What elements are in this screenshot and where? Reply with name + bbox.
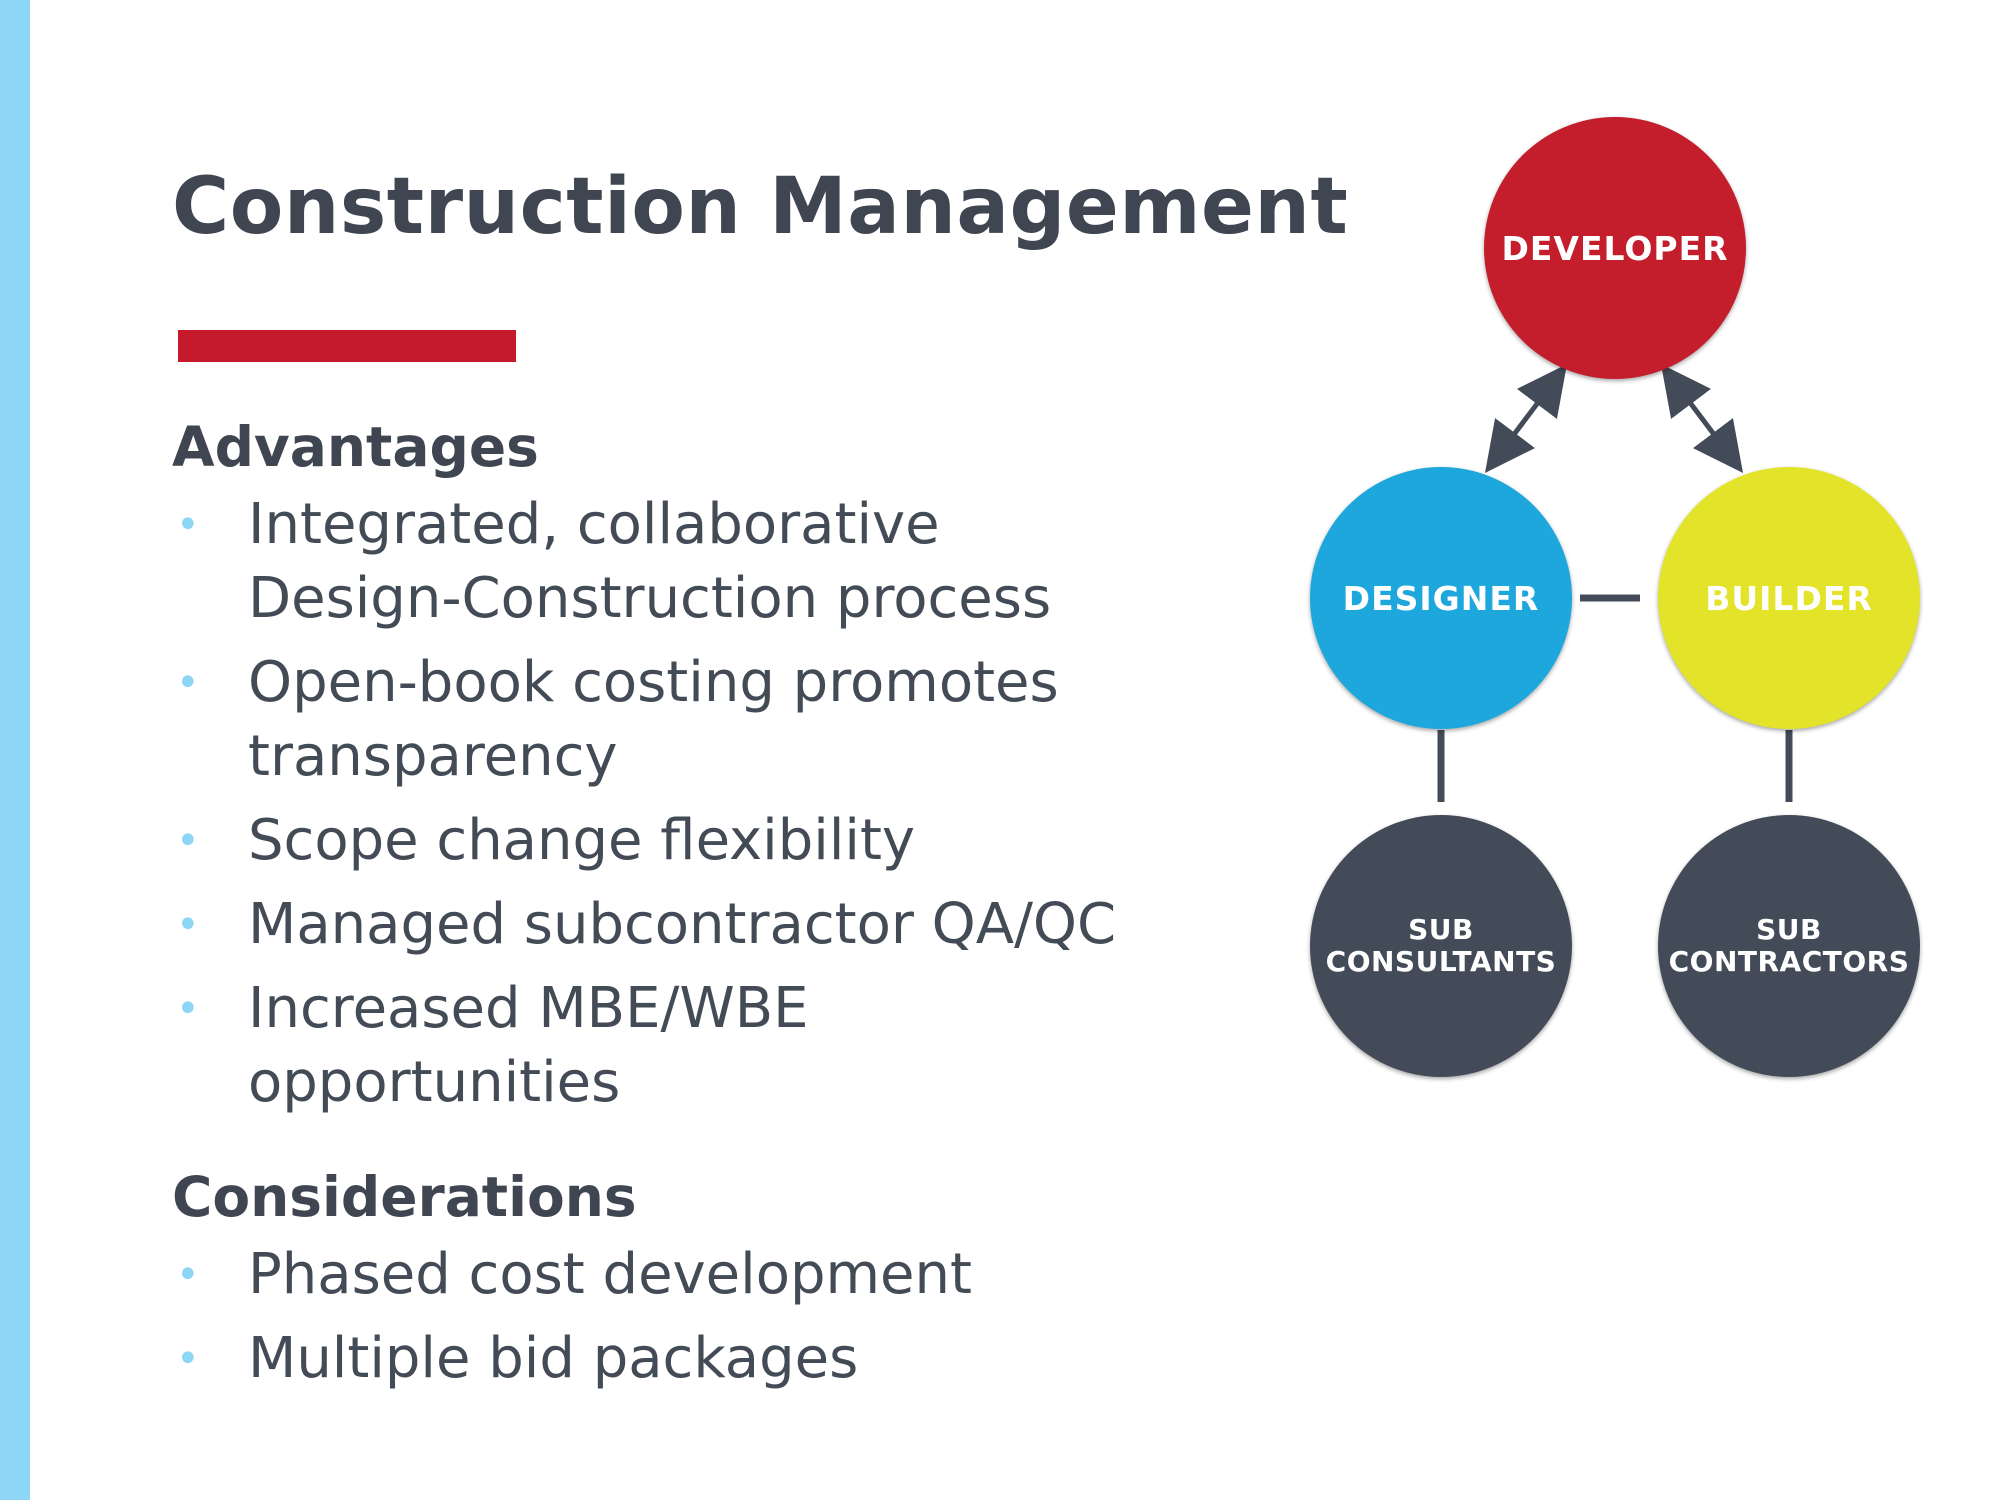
sub-consultants-line-1: SUB bbox=[1408, 913, 1474, 946]
sub-contractors-node-label: SUB CONTRACTORS bbox=[1669, 914, 1910, 978]
content-column: Advantages • Integrated, collaborative D… bbox=[172, 410, 1332, 1406]
bullet-icon: • bbox=[176, 660, 200, 706]
bullet-icon: • bbox=[176, 818, 200, 864]
sub-contractors-line-2: CONTRACTORS bbox=[1668, 945, 1910, 978]
advantage-item-line-2: opportunities bbox=[248, 1050, 621, 1115]
developer-builder-arrow bbox=[1660, 364, 1744, 473]
bullet-icon: • bbox=[176, 902, 200, 948]
advantage-item: • Integrated, collaborative Design-Const… bbox=[172, 488, 1332, 636]
advantage-item-line-2: Design-Construction process bbox=[248, 566, 1052, 631]
title-underline-rule bbox=[178, 330, 516, 362]
advantage-item: • Managed subcontractor QA/QC bbox=[172, 888, 1332, 962]
advantage-item-line-1: Integrated, collaborative bbox=[248, 492, 940, 557]
advantage-item: • Increased MBE/WBE opportunities bbox=[172, 972, 1332, 1120]
sub-contractors-line-1: SUB bbox=[1756, 913, 1822, 946]
organization-diagram: DEVELOPER DESIGNER BUILDER SUB CONSULTAN… bbox=[1300, 110, 1940, 1090]
sub-consultants-line-2: CONSULTANTS bbox=[1325, 945, 1557, 978]
designer-node-label: DESIGNER bbox=[1342, 578, 1540, 618]
bullet-icon: • bbox=[176, 986, 200, 1032]
sub-contractors-node: SUB CONTRACTORS bbox=[1658, 815, 1920, 1077]
advantage-item-line-1: Scope change flexibility bbox=[248, 808, 916, 873]
advantage-item: • Open-book costing promotes transparenc… bbox=[172, 646, 1332, 794]
slide-title: Construction Management bbox=[172, 162, 1349, 252]
left-accent-stripe bbox=[0, 0, 30, 1500]
advantages-list: • Integrated, collaborative Design-Const… bbox=[172, 488, 1332, 1120]
bullet-icon: • bbox=[176, 1252, 200, 1298]
developer-node: DEVELOPER bbox=[1484, 117, 1746, 379]
designer-node: DESIGNER bbox=[1310, 467, 1572, 729]
consideration-item: • Multiple bid packages bbox=[172, 1322, 1332, 1396]
diagram-connectors bbox=[1437, 364, 1793, 802]
considerations-heading: Considerations bbox=[172, 1165, 637, 1229]
consideration-item-line-1: Phased cost development bbox=[248, 1242, 972, 1307]
developer-designer-arrow bbox=[1484, 364, 1568, 473]
advantage-item: • Scope change flexibility bbox=[172, 804, 1332, 878]
consideration-item: • Phased cost development bbox=[172, 1238, 1332, 1312]
builder-node: BUILDER bbox=[1658, 467, 1920, 729]
advantage-item-line-2: transparency bbox=[248, 724, 618, 789]
bullet-icon: • bbox=[176, 1336, 200, 1382]
advantage-item-line-1: Open-book costing promotes bbox=[248, 650, 1059, 715]
advantage-item-line-1: Increased MBE/WBE bbox=[248, 976, 809, 1041]
builder-node-label: BUILDER bbox=[1705, 578, 1873, 618]
sub-consultants-node: SUB CONSULTANTS bbox=[1310, 815, 1572, 1077]
consideration-item-line-1: Multiple bid packages bbox=[248, 1326, 859, 1391]
bullet-icon: • bbox=[176, 502, 200, 548]
sub-consultants-node-label: SUB CONSULTANTS bbox=[1326, 914, 1557, 978]
advantage-item-line-1: Managed subcontractor QA/QC bbox=[248, 892, 1117, 957]
developer-node-label: DEVELOPER bbox=[1501, 228, 1729, 268]
advantages-heading: Advantages bbox=[172, 415, 539, 479]
considerations-list: • Phased cost development • Multiple bid… bbox=[172, 1238, 1332, 1396]
